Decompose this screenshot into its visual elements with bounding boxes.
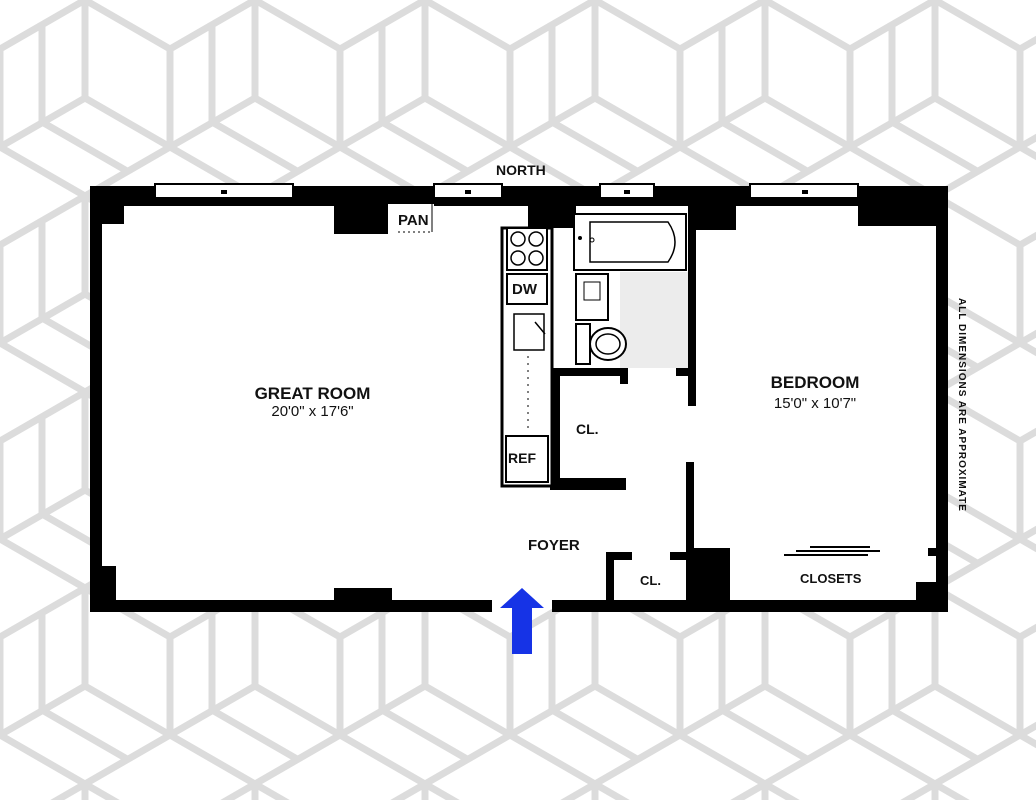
bedroom-closets-label: Closets: [800, 571, 862, 586]
bedroom-dimensions: 15'0" x 10'7": [773, 395, 857, 412]
foyer-label: Foyer: [528, 537, 580, 554]
interior-walls: [528, 186, 938, 612]
pantry-label: Pan: [398, 212, 429, 229]
pantry: [388, 204, 434, 233]
bathroom-fixtures: [573, 213, 687, 365]
dimensions-disclaimer: All dimensions are approximate: [956, 298, 967, 512]
hall-closet-label: Cl.: [576, 421, 599, 437]
windows: [154, 183, 859, 199]
bedroom-label: Bedroom: [770, 373, 860, 392]
great-room-dimensions: 20'0" x 17'6": [271, 403, 354, 420]
closet-sliding-doors: [784, 546, 880, 556]
great-room-label: Great Room: [254, 384, 371, 403]
compass-north-label: North: [496, 162, 546, 178]
entry-arrow-icon: [500, 588, 544, 654]
bath-floor: [620, 272, 688, 368]
foyer-closet-label: Cl.: [640, 573, 661, 588]
dishwasher-label: DW: [512, 281, 537, 298]
kitchen-counter: [500, 226, 554, 488]
refrigerator-label: Ref: [508, 450, 536, 466]
